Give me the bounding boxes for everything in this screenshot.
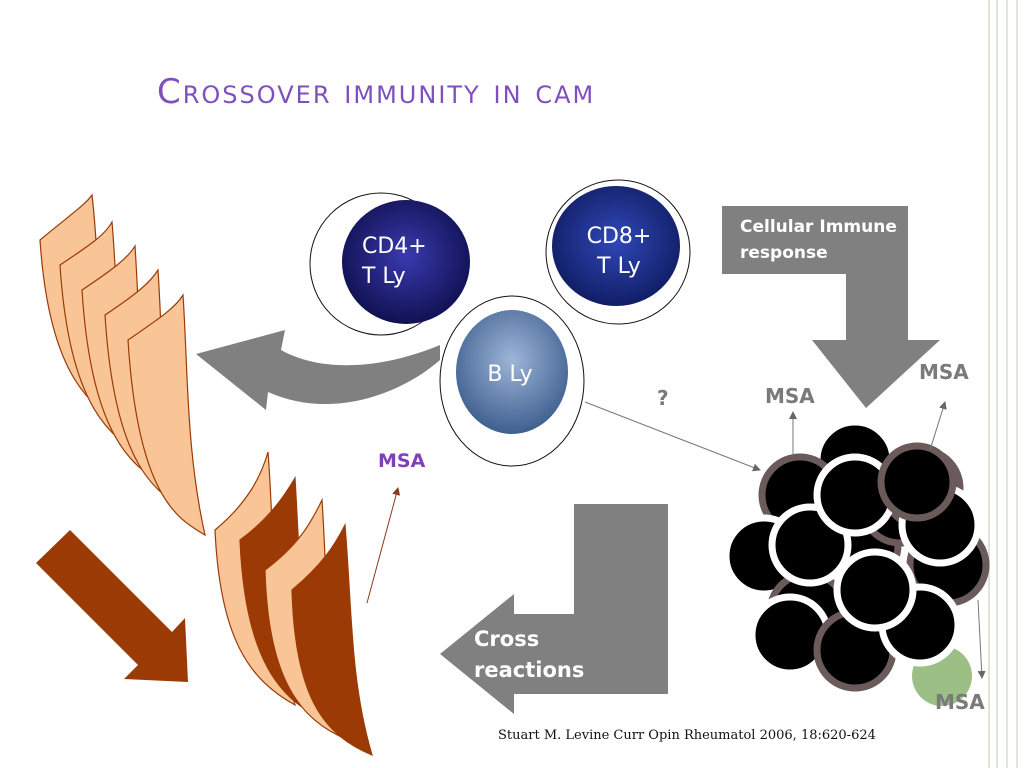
cross-reactions-label: Cross reactions	[474, 627, 585, 682]
cd8-label: CD8+ T Ly	[586, 224, 652, 279]
damage-arrow	[36, 530, 188, 682]
frame-line	[1016, 0, 1018, 768]
msa-label-left: MSA	[378, 450, 426, 472]
curved-arrow	[196, 330, 440, 410]
b-label: B Ly	[487, 362, 533, 387]
msa-label-bottom: MSA	[935, 690, 985, 714]
msa-arrow-bottom	[977, 599, 986, 679]
muscle-fibers-healthy	[39, 193, 206, 537]
citation: Stuart M. Levine Curr Opin Rheumatol 200…	[498, 728, 876, 743]
b-to-tumor-arrow	[584, 401, 761, 472]
cd4-cell-nucleus	[342, 200, 470, 324]
cross-reactions-arrow	[440, 504, 668, 714]
question-mark: ?	[657, 386, 669, 410]
msa-arrow-left	[366, 487, 401, 604]
frame-line	[988, 0, 990, 768]
msa-label-right: MSA	[919, 360, 969, 384]
cd8-cell-nucleus	[552, 186, 680, 306]
b-cell-nucleus	[456, 310, 568, 434]
slide-title: Crossover immunity in cam	[157, 72, 596, 112]
msa-arrow-right	[929, 401, 947, 451]
cellular-response-arrow	[722, 206, 940, 408]
tumor-cell-cluster	[722, 418, 990, 706]
muscle-fibers-damaged	[214, 451, 373, 757]
frame-line	[1006, 0, 1008, 768]
cellular-response-label: Cellular Immune response	[740, 217, 897, 263]
frame-line	[996, 0, 998, 768]
cd4-label: CD4+ T Ly	[362, 234, 427, 289]
msa-label-center: MSA	[765, 384, 815, 408]
